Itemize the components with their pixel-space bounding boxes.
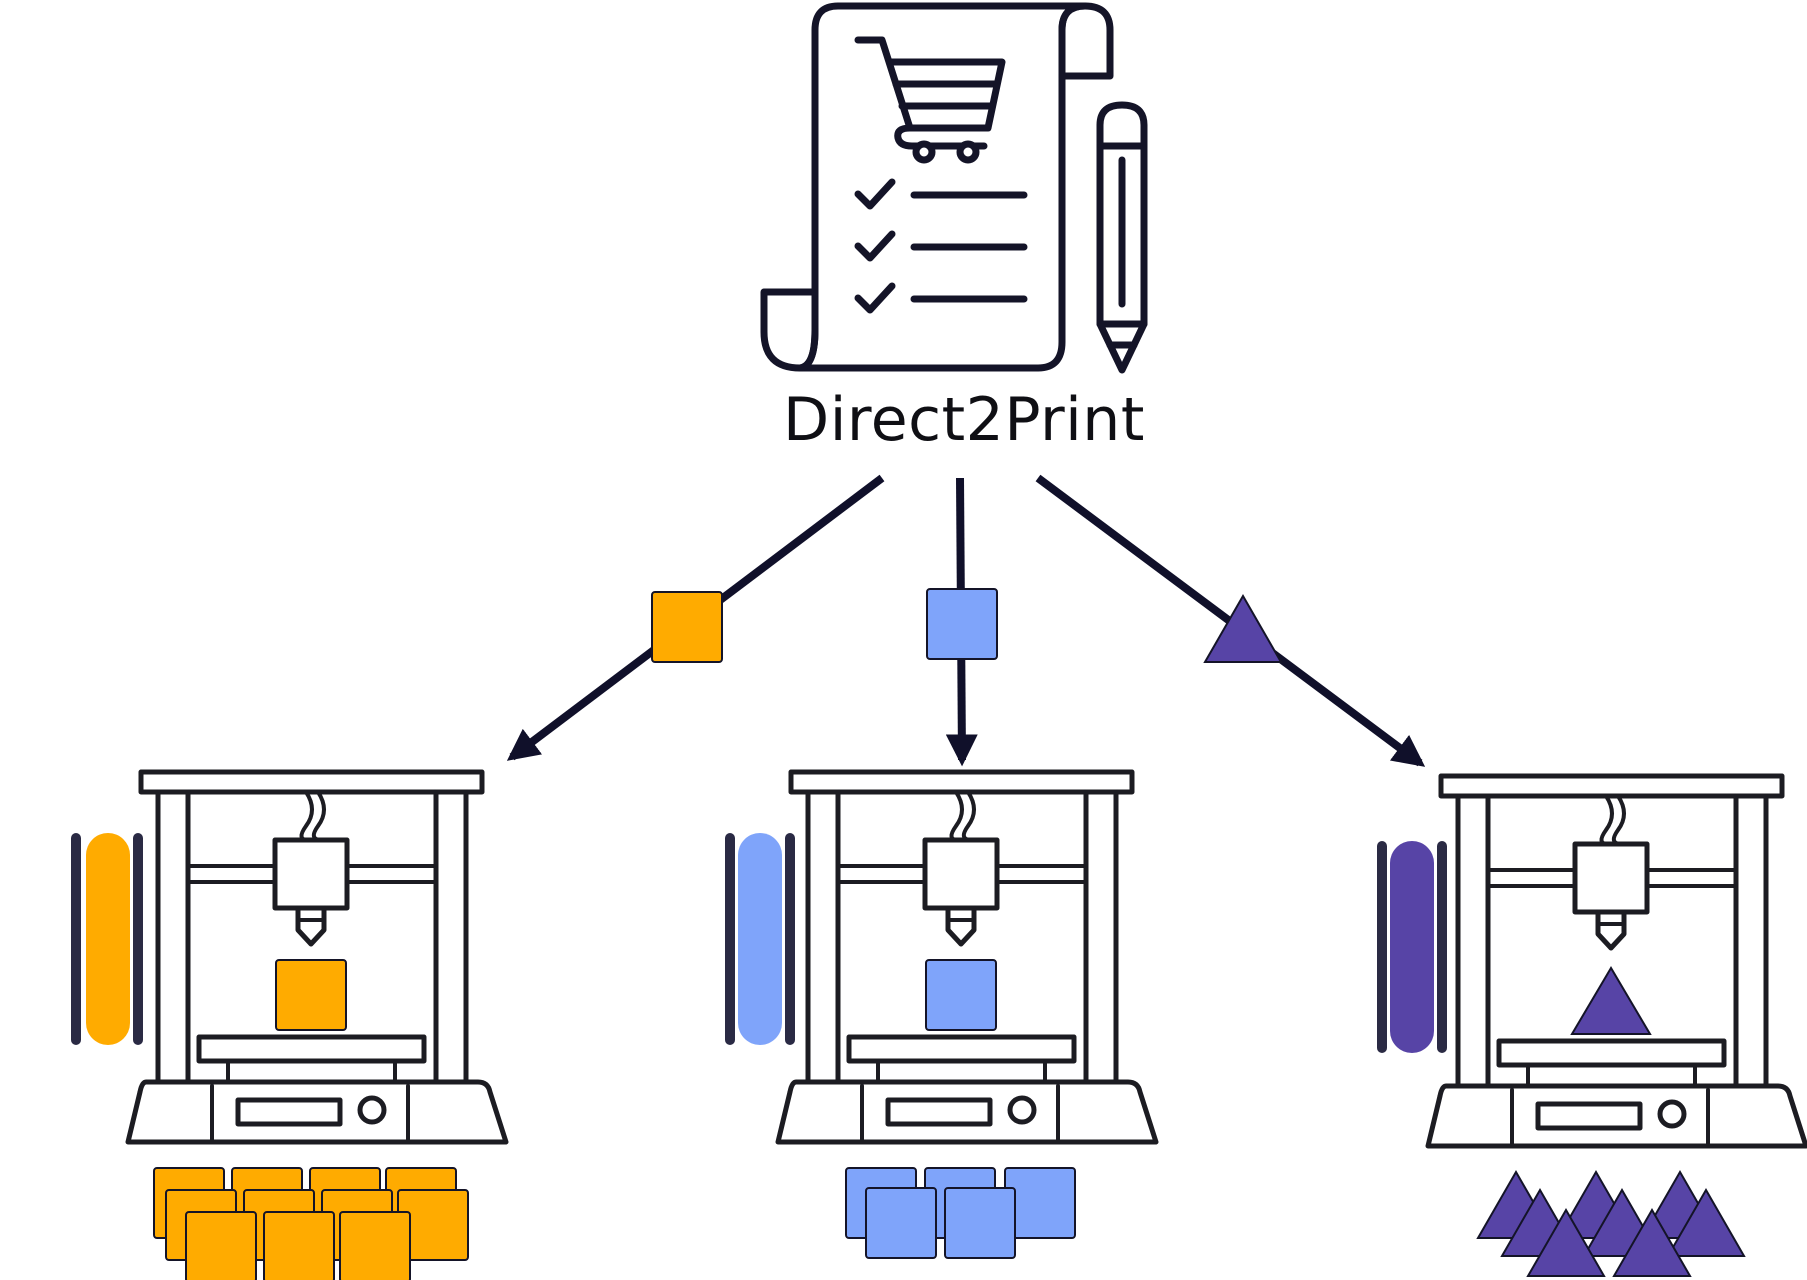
3d-printer-icon: [1425, 773, 1807, 1149]
output-blue-square: [865, 1187, 937, 1259]
printer-left: [71, 769, 509, 1145]
output-pile-orange: [153, 1167, 469, 1280]
print-object-purple-triangle: [1570, 966, 1652, 1035]
arrow-right-triangle: [1203, 593, 1283, 663]
output-orange-square: [185, 1211, 257, 1280]
arrow-center-square: [926, 588, 998, 660]
output-purple-triangle: [1526, 1207, 1606, 1277]
filament-spool-blue: [725, 833, 795, 1045]
arrow-left-square: [651, 591, 723, 663]
pencil-icon: [1096, 101, 1148, 374]
output-orange-square: [339, 1211, 411, 1280]
output-purple-triangle: [1612, 1207, 1692, 1277]
3d-printer-icon: [125, 769, 509, 1145]
printer-center: [725, 769, 1159, 1145]
filament-spool-purple: [1377, 841, 1447, 1053]
output-orange-square: [263, 1211, 335, 1280]
print-object-blue-square: [925, 959, 997, 1031]
output-purple-triangle: [1666, 1187, 1746, 1257]
checklist-icon: [854, 178, 1028, 314]
brand-title: Direct2Print: [783, 385, 1145, 455]
shopping-cart-icon: [854, 36, 1006, 164]
output-pile-blue: [845, 1167, 1076, 1259]
output-blue-square: [944, 1187, 1016, 1259]
filament-spool-orange: [71, 833, 143, 1045]
print-object-orange-square: [275, 959, 347, 1031]
printer-right: [1377, 773, 1807, 1149]
order-document-icon: [760, 2, 1114, 372]
3d-printer-icon: [775, 769, 1159, 1145]
output-pile-purple: [1476, 1169, 1746, 1277]
